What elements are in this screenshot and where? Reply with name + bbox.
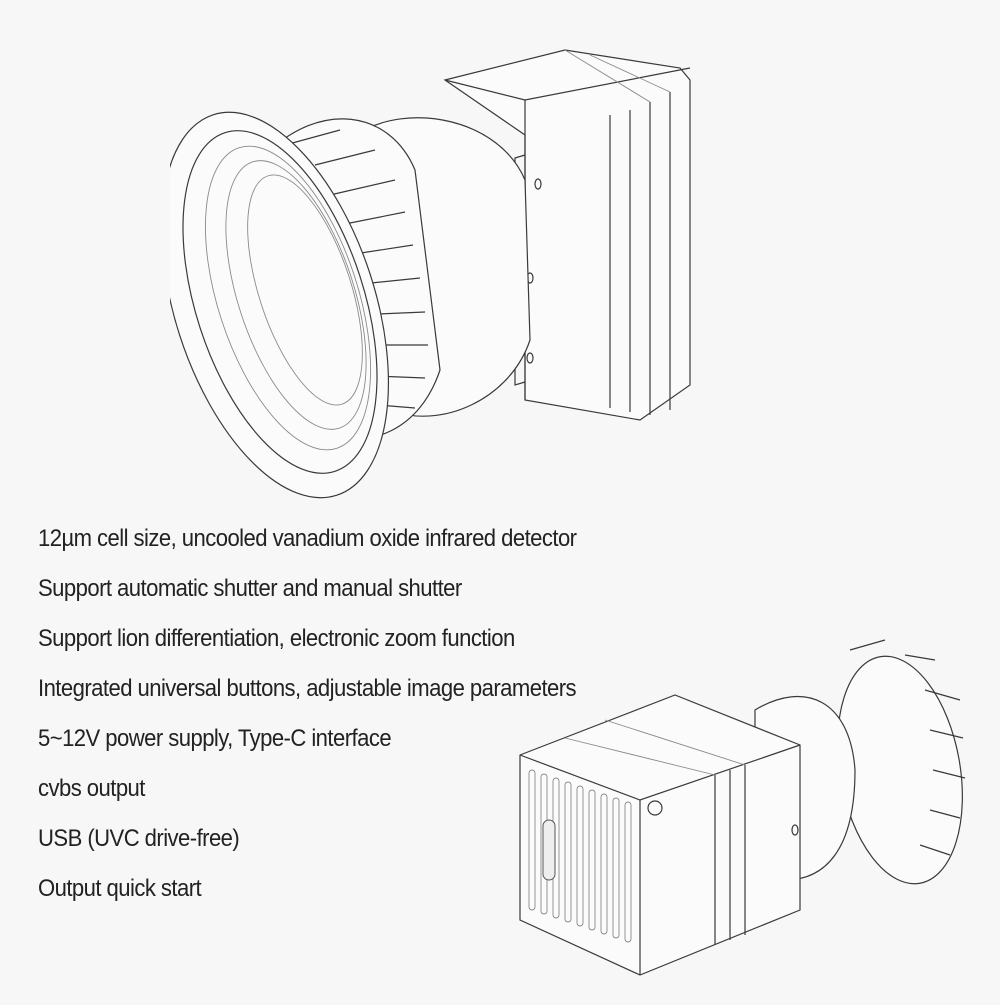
feature-item: USB (UVC drive-free) (38, 825, 240, 852)
feature-item: Support automatic shutter and manual shu… (38, 575, 462, 602)
feature-item: Support lion differentiation, electronic… (38, 625, 515, 652)
feature-list: 12µm cell size, uncooled vanadium oxide … (38, 514, 623, 914)
feature-item: 5~12V power supply, Type-C interface (38, 725, 392, 752)
camera-module-rear-illustration (505, 620, 975, 1000)
camera-rear-drawing-icon (519, 639, 966, 976)
feature-item: Output quick start (38, 875, 202, 902)
camera-front-drawing-icon (160, 49, 691, 499)
feature-item: 12µm cell size, uncooled vanadium oxide … (38, 525, 577, 552)
feature-item: Integrated universal buttons, adjustable… (38, 675, 577, 702)
feature-item: cvbs output (38, 775, 145, 802)
camera-module-front-illustration (160, 40, 830, 520)
